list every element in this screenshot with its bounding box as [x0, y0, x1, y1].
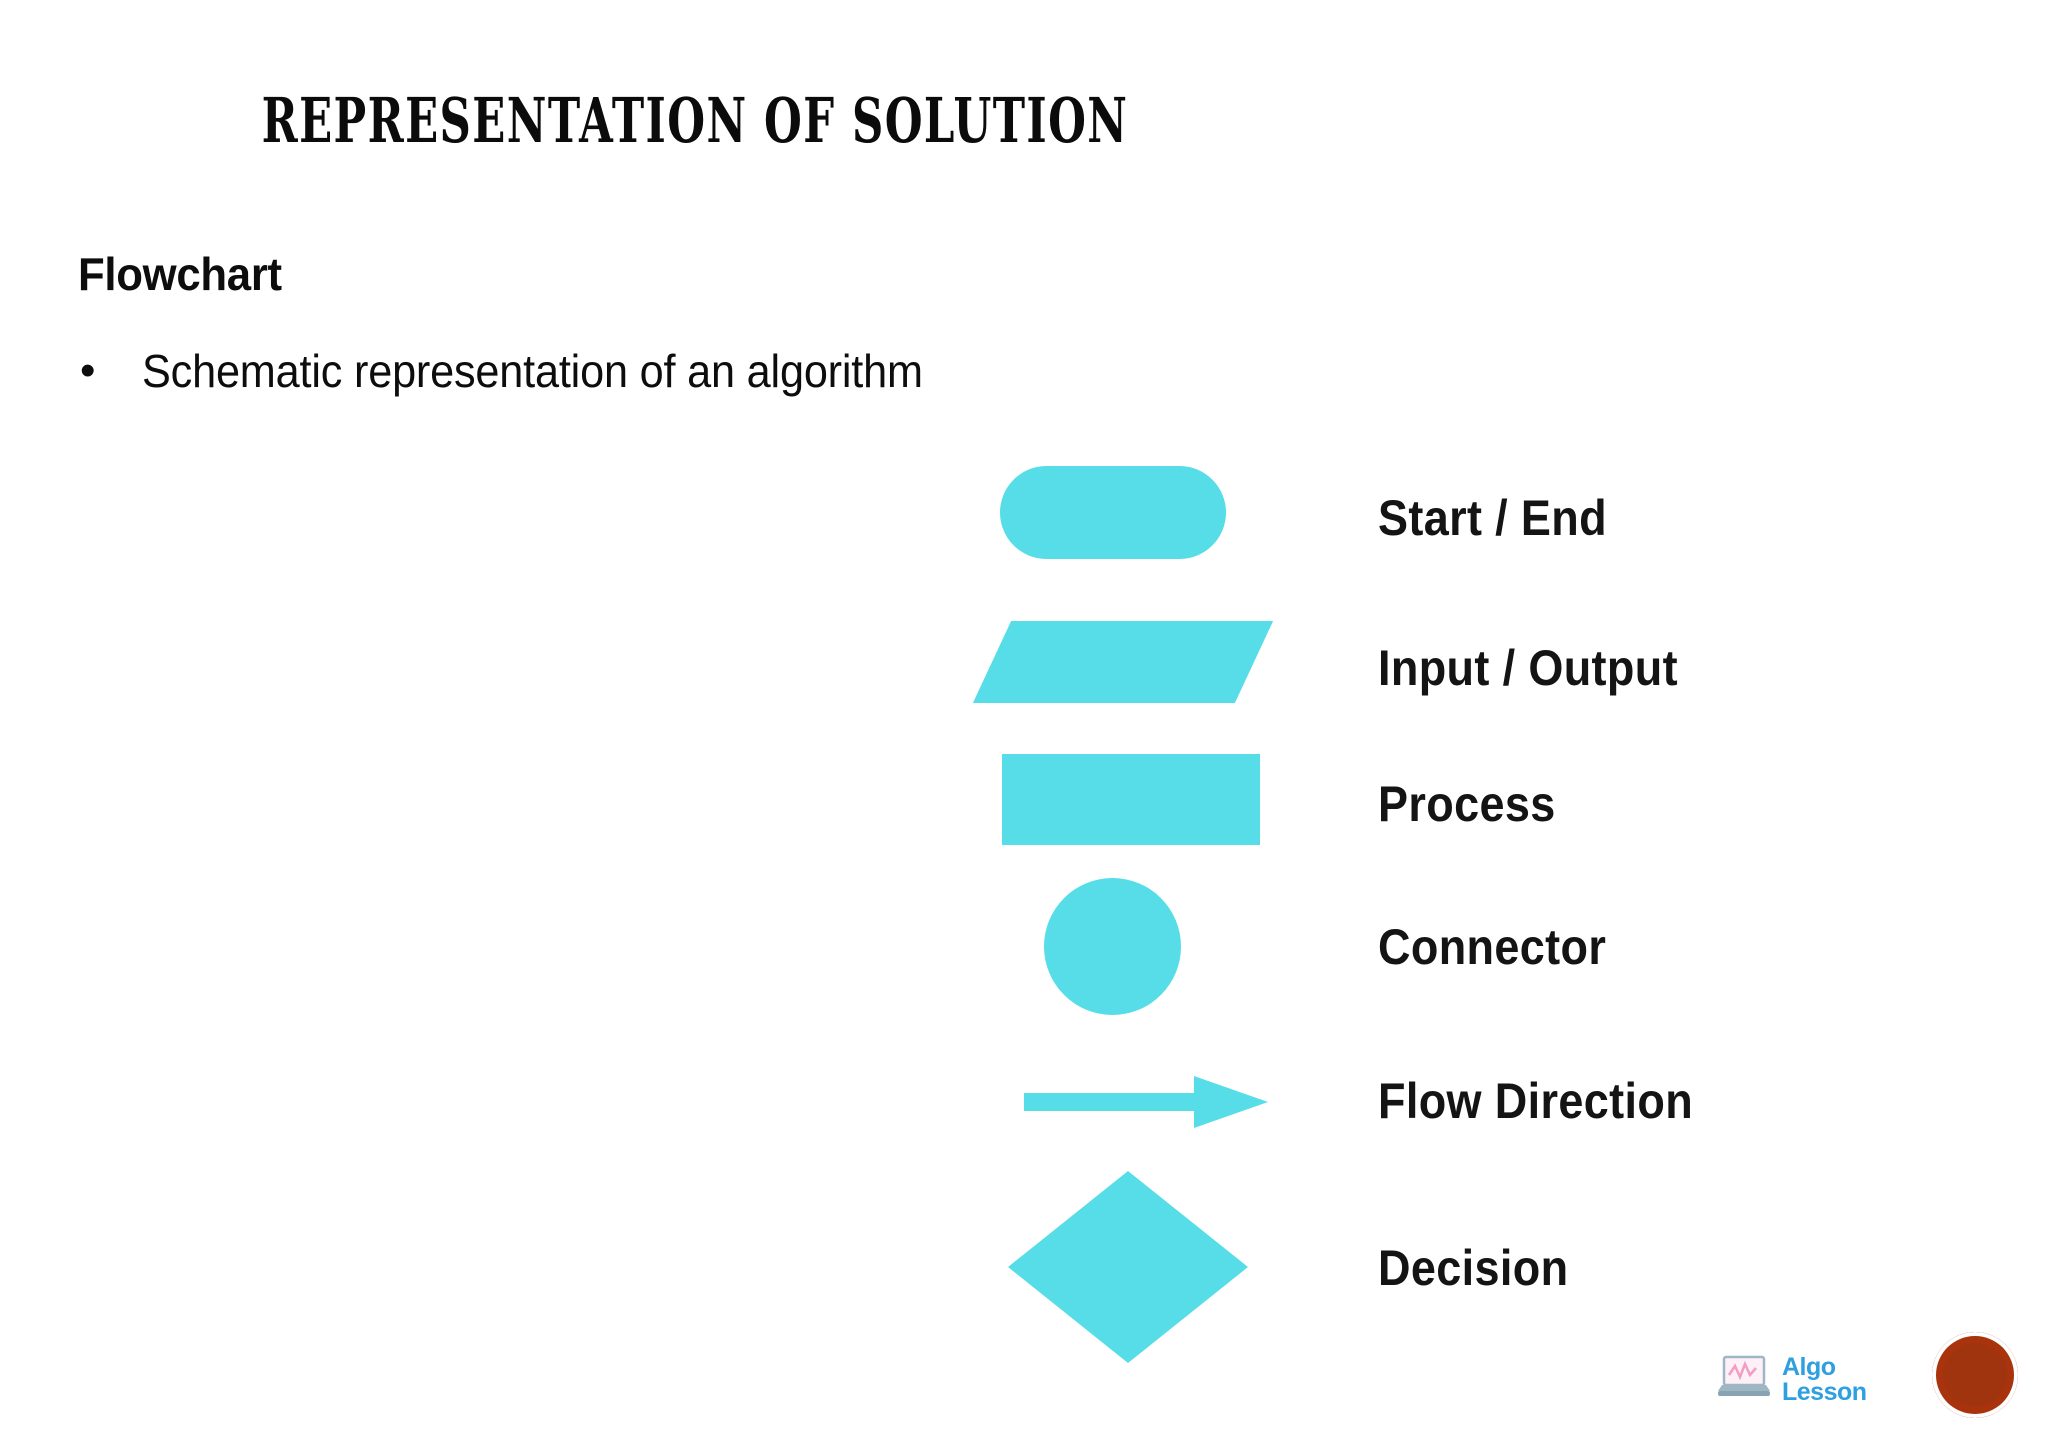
algo-lesson-logo: Algo Lesson	[1718, 1340, 1898, 1420]
legend-shape-cell	[980, 1163, 1310, 1373]
legend-row-flow-direction: Flow Direction	[980, 1042, 1960, 1160]
circle-shape-icon	[1044, 878, 1181, 1015]
algo-wordmark-line1: Algo	[1782, 1353, 1836, 1381]
legend-shape-cell	[980, 1042, 1310, 1160]
stadium-shape-icon	[1000, 466, 1226, 559]
legend-label-flow-direction: Flow Direction	[1378, 1073, 1694, 1129]
bullet-item-text: Schematic representation of an algorithm	[142, 345, 923, 397]
arrow-shape-icon	[1024, 1074, 1268, 1130]
legend-row-connector: Connector	[980, 872, 1960, 1022]
diamond-shape-icon	[1008, 1171, 1248, 1363]
page-title: REPRESENTATION OF SOLUTION	[261, 84, 1129, 157]
legend-label-start-end: Start / End	[1378, 490, 1607, 546]
legend-label-process: Process	[1378, 776, 1556, 832]
laptop-icon	[1718, 1355, 1774, 1406]
bullet-list-item: • Schematic representation of an algorit…	[76, 338, 976, 404]
legend-shape-cell	[980, 872, 1310, 1022]
section-heading-flowchart: Flowchart	[78, 248, 282, 300]
legend-label-input-output: Input / Output	[1378, 640, 1678, 696]
rectangle-shape-icon	[1002, 754, 1260, 845]
legend-shape-cell	[980, 448, 1310, 588]
legend-shape-cell	[972, 603, 1310, 733]
flowchart-symbol-legend: Start / End Input / Output Process Conne…	[972, 448, 1960, 1388]
algo-wordmark-line2: Lesson	[1782, 1378, 1867, 1406]
legend-label-connector: Connector	[1378, 919, 1607, 975]
legend-shape-cell	[980, 740, 1310, 868]
bullet-marker-icon: •	[80, 346, 96, 395]
algo-lesson-wordmark: Algo Lesson	[1782, 1355, 1867, 1405]
legend-row-input-output: Input / Output	[972, 603, 1960, 733]
legend-label-decision: Decision	[1378, 1240, 1569, 1296]
parallelogram-shape-icon	[972, 621, 1274, 703]
legend-row-process: Process	[980, 740, 1960, 868]
legend-row-start-end: Start / End	[980, 448, 1960, 588]
legend-row-decision: Decision	[980, 1163, 1960, 1373]
circular-seal-icon	[1932, 1332, 2018, 1418]
